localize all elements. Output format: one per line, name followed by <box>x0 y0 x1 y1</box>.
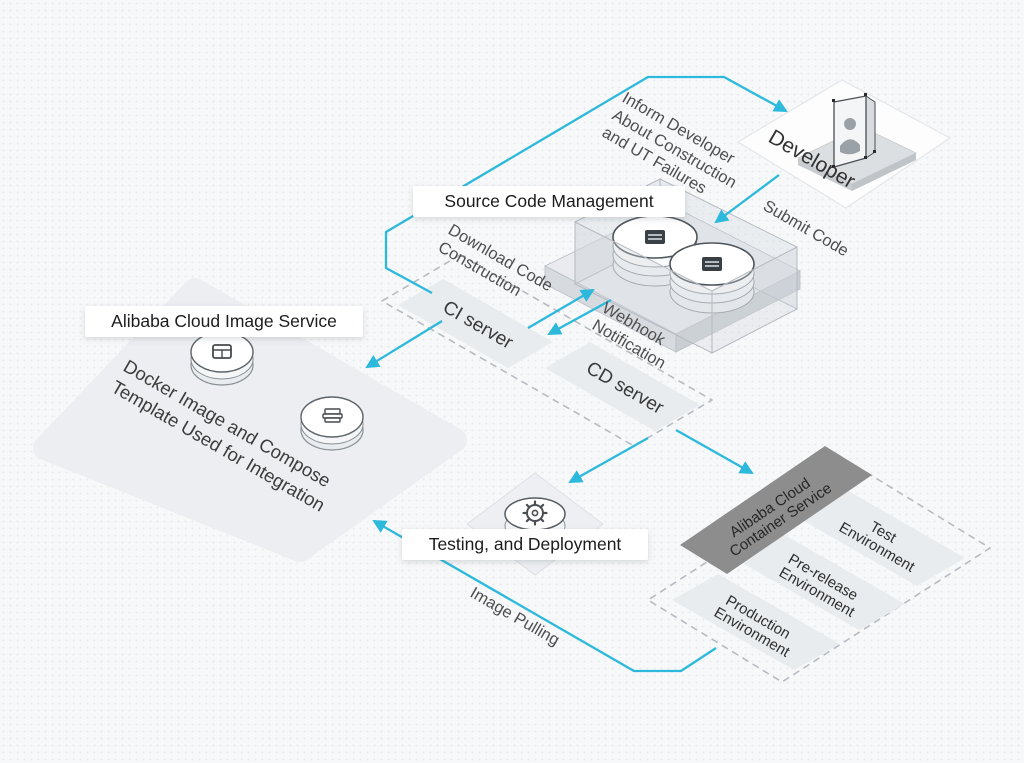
image-service-panel: Docker Image and Compose Template Used f… <box>33 278 467 562</box>
developer-tile: Developer <box>736 79 952 209</box>
code-repository-disc-icon <box>645 230 665 244</box>
testing-title-label: Testing, and Deployment <box>429 534 622 554</box>
connectors <box>365 75 788 673</box>
cd-to-container-arrow <box>675 428 754 475</box>
scm-title-label: Source Code Management <box>444 191 653 211</box>
image-pulling-arrow <box>372 519 717 673</box>
container-region: Test Environment Pre-release Environment… <box>647 446 991 683</box>
env-tile-production-surface <box>672 574 840 670</box>
image-pulling-label: Image Pulling <box>467 584 563 650</box>
env-tile-test-surface <box>797 489 965 586</box>
testing-title: Testing, and Deployment <box>402 529 648 560</box>
gear-icon <box>522 500 548 526</box>
person-head <box>844 118 856 130</box>
registry-disc-2 <box>300 396 364 451</box>
scm-title-box <box>413 186 685 217</box>
image-service-title-box <box>85 306 363 337</box>
developer-platform-left <box>798 158 852 191</box>
developer-platform-right <box>852 153 916 191</box>
env-tile-test: Test Environment <box>797 489 965 586</box>
scm-title: Source Code Management <box>413 186 685 217</box>
title-boxes: Alibaba Cloud Image Service Source Code … <box>85 186 685 560</box>
env-tile-pre-release-surface <box>737 534 905 630</box>
ci-server-tile-surface <box>398 279 553 368</box>
scm-glass-front-right <box>711 246 798 354</box>
person-shoulders <box>840 139 860 155</box>
scm-slab-right <box>675 270 801 353</box>
registry-window-icon <box>212 344 232 359</box>
ci-cd-region: CI server CD server <box>381 254 713 447</box>
image-service-title: Alibaba Cloud Image Service <box>85 306 363 337</box>
registry-disc-1 <box>190 331 254 386</box>
scm-box <box>544 178 801 354</box>
person-badge-icon <box>832 93 876 168</box>
testing-title-box <box>402 529 648 560</box>
submit-code-arrow <box>714 174 780 224</box>
image-service-title-label: Alibaba Cloud Image Service <box>111 311 337 331</box>
ci-cd-region-outline <box>381 254 713 447</box>
webhook-notification-arrow <box>547 298 612 336</box>
cd-server-tile: CD server <box>545 342 700 431</box>
container-banner-surface <box>680 446 872 574</box>
download-code-arrow <box>527 288 595 329</box>
code-repository-disc-icon <box>702 257 722 271</box>
ci-to-registry-arrow <box>365 320 443 369</box>
layers-stack-icon <box>322 408 343 423</box>
inform-developer-arrow <box>384 75 788 295</box>
cd-server-tile-surface <box>545 342 700 431</box>
cd-to-testing-arrow <box>568 436 649 484</box>
image-service-panel-surface <box>33 278 467 562</box>
